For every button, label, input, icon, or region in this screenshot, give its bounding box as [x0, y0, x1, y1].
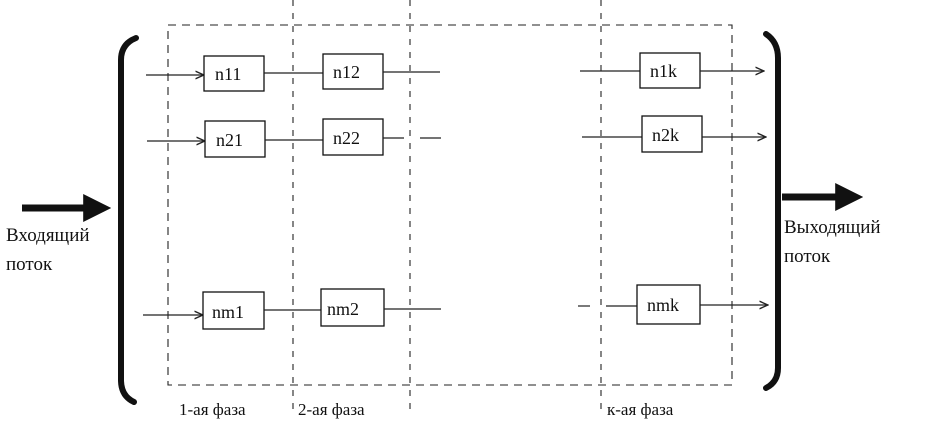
node-n2k — [641, 115, 703, 153]
right-bracket — [763, 31, 781, 391]
output-label-line1: Выходящий — [784, 217, 881, 238]
node-nm2 — [320, 288, 385, 327]
node-n22 — [322, 118, 384, 156]
node-n22-label: n22 — [333, 128, 360, 148]
node-nmk-label: nmk — [647, 295, 679, 315]
node-n12 — [322, 53, 384, 90]
node-nm1-label: nm1 — [212, 302, 244, 322]
node-n2k-label: n2k — [652, 125, 679, 145]
node-n11-label: n11 — [215, 64, 241, 84]
input-label-line2: поток — [6, 254, 53, 275]
input-label-line1: Входящий — [6, 225, 90, 246]
node-nm2-label: nm2 — [327, 299, 359, 319]
node-n21 — [204, 120, 266, 158]
left-bracket — [118, 35, 139, 405]
output-label-line2: поток — [784, 246, 831, 267]
node-n21-label: n21 — [216, 130, 243, 150]
phase-label-2: 2-ая фаза — [298, 400, 365, 419]
node-n1k-label: n1k — [650, 61, 677, 81]
phases-frame — [167, 24, 733, 386]
node-n12-label: n12 — [333, 62, 360, 82]
phase-label-1: 1-ая фаза — [179, 400, 246, 419]
node-nmk — [636, 284, 701, 325]
phase-label-k: к-ая фаза — [607, 400, 674, 419]
